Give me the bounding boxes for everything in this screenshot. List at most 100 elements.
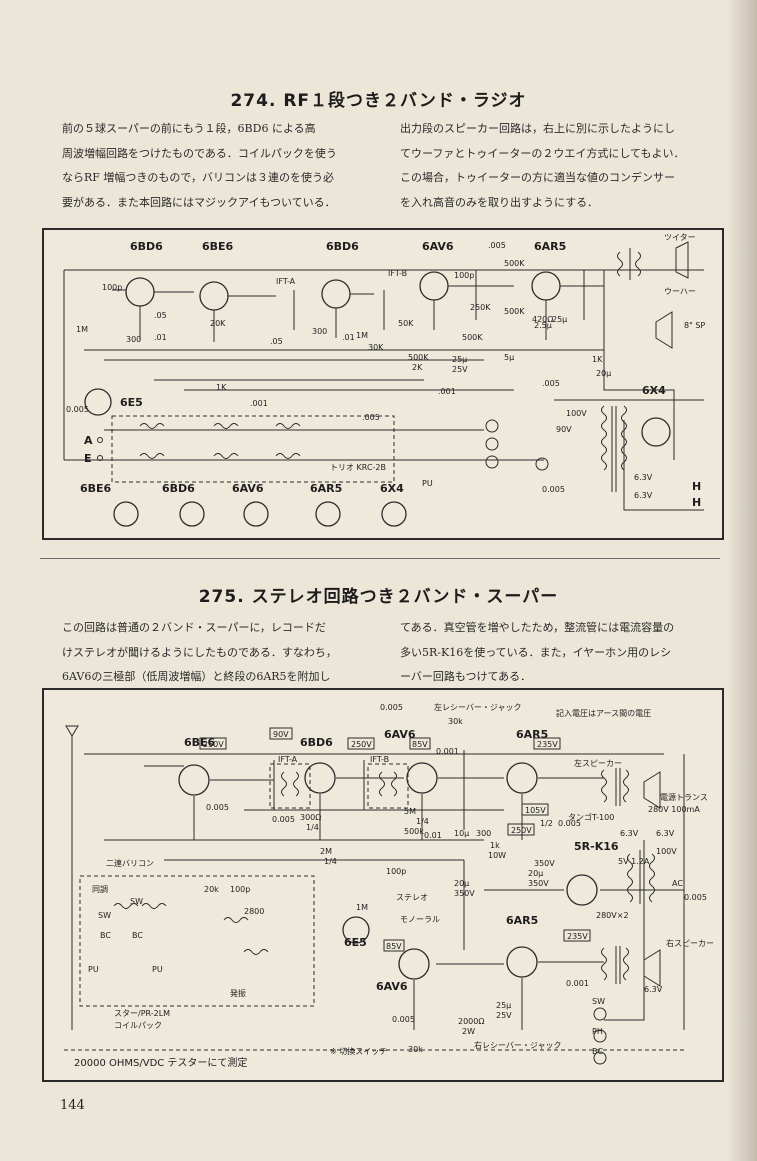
wiring [112,285,604,297]
tube-label: 6E5 [120,396,143,409]
component-value: 0.001 [566,979,589,988]
coil-label: スター/PR-2LM [114,1009,170,1018]
component-value: 25μ [496,1001,511,1010]
pilot-lamp [485,455,499,469]
component-value: .005 [488,241,506,250]
component-value: 1/4 [324,857,337,866]
tube-6be6 [178,764,210,796]
voltage-label: 235V [537,740,558,749]
component-value: 25V [496,1011,512,1020]
component-value: 0.005 [206,803,229,812]
voltage-label: 105V [525,806,546,815]
power-transformer-label: 280V 100mA [648,805,700,814]
output-transformer-label: タンゴT-100 [568,812,614,822]
component-value: 250K [470,303,491,312]
section-274-right-text: 出力段のスピーカー回路は，右上に別に示したようにし てウーファとトゥイーターの２… [400,117,684,215]
woofer-label: ウーハー [664,287,696,296]
component-value: 90V [556,425,572,434]
voltage-label: 350V [534,859,555,868]
power-transformer [627,850,655,904]
schematic-274-drawing: 6BD6 6BE6 6BD6 6AV6 6AR5 IFT-A IFT-B 6E5… [63,233,705,527]
pin-diagram-6be6 [113,501,139,527]
text-line: けステレオが聞けるようにしたものである．すなわち， [62,645,337,659]
antenna-label: A [84,434,93,447]
switch-terminal [593,1029,607,1043]
heater-label: 6.3V [620,829,639,838]
wiring [193,750,523,840]
tube-label: 6BD6 [130,240,163,253]
component-value: 100p [230,885,250,894]
tube-6bd6-rf [125,277,155,307]
power-transformer-label: 電源トランス [660,793,708,802]
ac-plug [535,457,549,471]
component-value: 2800 [244,907,264,916]
component-value: .001 [438,387,456,396]
switch-label: ステレオ [396,893,428,902]
tweeter-icon [675,241,689,279]
pin-diagram-label: 6X4 [380,482,404,495]
component-value: 0.005 [558,819,581,828]
component-value: 10W [488,851,506,860]
tube-6ar5 [531,271,561,301]
ift-coils [281,771,397,797]
tube-label: 6AR5 [534,240,566,253]
component-value: 300 [476,829,491,838]
coil-pack-box [79,875,315,1007]
component-value: 500K [408,353,429,362]
tube-6x4 [641,417,671,447]
ift-label: IFT-A [276,277,296,286]
component-value: .01 [154,333,167,342]
voltage-label: 280V×2 [596,911,629,920]
tube-6av6 [419,271,449,301]
component-value: 1K [216,383,227,392]
component-value: 420Ω [532,315,553,324]
section-275-title: 275. ステレオ回路つき２バンド・スーパー [198,587,559,607]
component-value: 20μ [596,369,611,378]
tube-6e5 [84,388,112,416]
section-275-left-text: この回路は普通の２バンド・スーパーに，レコードだ けステレオが聞けるようにしたも… [62,616,337,690]
heater-label: 5V 1.2A [618,857,650,866]
transformer-winding [621,405,627,471]
pin-diagram-label: 6BE6 [80,482,112,495]
component-value: 1M [356,331,368,340]
component-value: 2K [412,363,423,372]
component-value: 500k [404,827,424,836]
component-value: 20k [204,885,219,894]
switch-label: BC [592,1047,603,1056]
ift-b-box [367,763,409,809]
coil [139,423,301,429]
jack-label: 右レシーバー・ジャック [474,1040,562,1050]
heater-label: AC [672,879,683,888]
component-value: 100V [566,409,587,418]
switch-label: モノーラル [400,915,440,924]
pin-diagram-label: 6AR5 [310,482,342,495]
terminal [97,455,103,461]
coil-label: SW [98,911,111,920]
component-value: 25μ [552,315,567,324]
component-value: .05 [154,311,167,320]
pin-diagram-label: 6AV6 [232,482,264,495]
component-value: 30k [448,717,463,726]
switch-label: ※ 切換スイッチ [330,1046,387,1056]
tube-label: 6BD6 [300,736,333,749]
voltage-label: 90V [273,730,289,739]
component-value: 1k [490,841,500,850]
coil-label: BC [100,931,111,940]
pu-label: PU [422,479,433,488]
text-line: この場合，トゥイーターの方に適当な値のコンデンサー [400,171,675,184]
component-value: 350V [454,889,475,898]
coil-label: BC [132,931,143,940]
switch-label: SW [592,997,605,1006]
component-value: 10μ [454,829,469,838]
schematic-275: 記入電圧はアース間の電圧 6BE6 6BD6 6AV6 6AR5 6E5 6AV… [42,688,724,1082]
component-value: 1K [592,355,603,364]
voltage-label: 85V [386,942,402,951]
section-divider [40,558,720,559]
tube-label: 6BD6 [326,240,359,253]
component-value: 100p [454,271,474,280]
section-274-left-text: 前の５球スーパーの前にもう１段，6BD6 による高 周波増幅回路をつけたものであ… [62,117,337,215]
component-value: 20K [210,319,226,328]
text-line: ならRF 増幅つきのもので，バリコンは３連のを使う必 [62,171,334,184]
component-value: 20μ [528,869,543,878]
